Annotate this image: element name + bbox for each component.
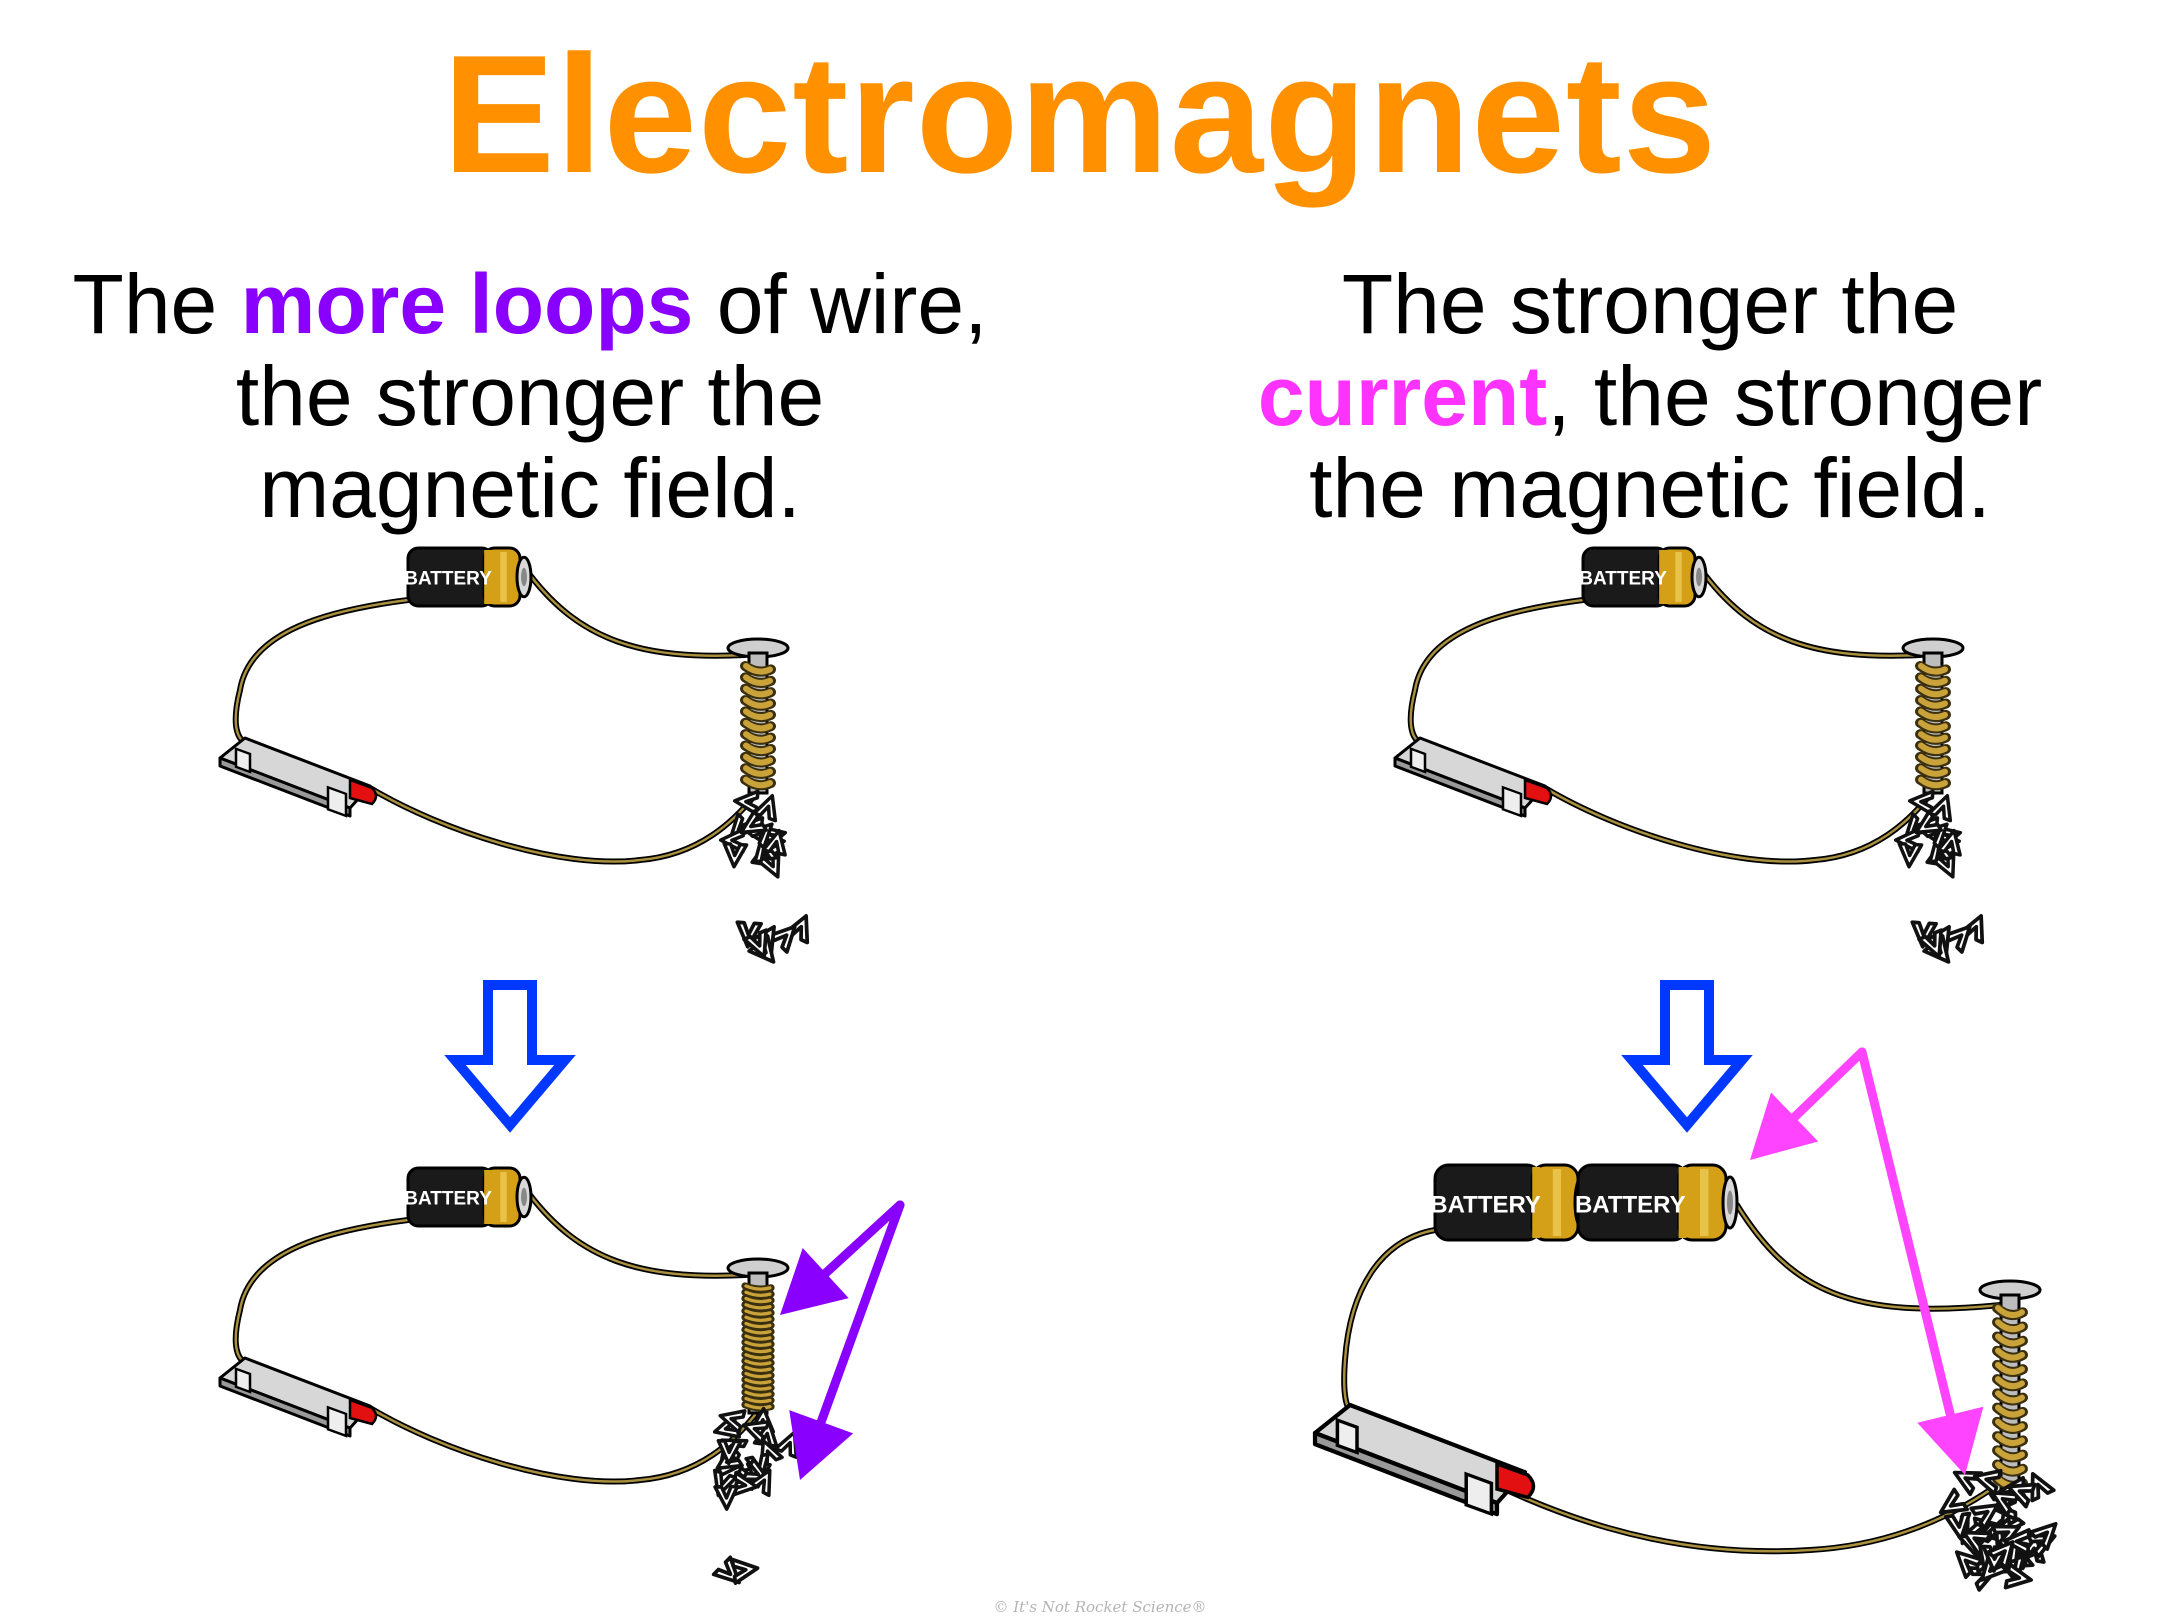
wire bbox=[1448, 1460, 1992, 1553]
left-caption-text: The bbox=[72, 257, 241, 351]
paperclip-icon bbox=[716, 1438, 743, 1466]
circuit: BATTERY BATTERY bbox=[1312, 1163, 2058, 1592]
paperclip-icon bbox=[1897, 841, 1924, 869]
paperclip-icon bbox=[735, 920, 763, 949]
wire bbox=[527, 1192, 748, 1279]
switch-icon bbox=[218, 1356, 378, 1438]
wire bbox=[234, 598, 410, 744]
copyright-footer: © It's Not Rocket Science® bbox=[993, 1598, 1207, 1616]
circuit: BATTERY bbox=[218, 546, 810, 964]
circuit: BATTERY bbox=[1393, 546, 1985, 964]
battery-icon: BATTERY bbox=[1430, 1163, 1591, 1242]
left-caption-text: of wire, bbox=[693, 257, 988, 351]
wire bbox=[1542, 785, 1933, 865]
switch-icon bbox=[1393, 736, 1553, 818]
paperclip-icon bbox=[1969, 1503, 2000, 1531]
paperclip-icon bbox=[1907, 789, 1935, 816]
battery-label: BATTERY bbox=[404, 569, 492, 590]
battery-label: BATTERY bbox=[1579, 569, 1667, 590]
wire bbox=[367, 785, 758, 865]
paperclip-icon bbox=[2006, 1482, 2037, 1509]
battery-icon: BATTERY bbox=[404, 546, 533, 608]
wire bbox=[232, 597, 411, 745]
paperclip-icon bbox=[718, 1409, 747, 1435]
wire bbox=[1343, 1228, 1437, 1414]
wire bbox=[1341, 1227, 1438, 1415]
wire bbox=[367, 1405, 758, 1485]
right-caption-line: the magnetic field. bbox=[1309, 441, 1991, 535]
wire bbox=[368, 1406, 757, 1483]
battery-icon: BATTERY bbox=[404, 1166, 533, 1228]
switch-icon bbox=[1312, 1402, 1536, 1517]
battery-icon: BATTERY bbox=[1575, 1163, 1739, 1242]
paperclip-icon bbox=[1936, 828, 1962, 857]
circuit: BATTERY bbox=[218, 1166, 798, 1585]
pointer-arrow-icon bbox=[780, 1200, 905, 1315]
battery-label: BATTERY bbox=[1575, 1191, 1686, 1218]
down-arrow-icon bbox=[1621, 980, 1753, 1133]
wire bbox=[1735, 1203, 2002, 1310]
paperclip-icon bbox=[2028, 1521, 2058, 1551]
page-title: Electromagnets bbox=[442, 20, 1718, 208]
paperclip-icon bbox=[741, 1420, 771, 1445]
nail-coil-icon bbox=[726, 1257, 790, 1415]
wire bbox=[1702, 572, 1923, 659]
right-caption-text: , the stronger bbox=[1547, 349, 2043, 443]
paperclip-icon bbox=[767, 924, 797, 954]
paperclip-icon bbox=[1910, 920, 1938, 949]
pointer-arrow-icon bbox=[789, 1200, 905, 1480]
paperclip-icon bbox=[739, 809, 768, 835]
paperclip-icon bbox=[1990, 1524, 2022, 1550]
paperclip-icon bbox=[761, 828, 787, 857]
paperclip-icon bbox=[1942, 924, 1972, 954]
paperclip-icon bbox=[1927, 793, 1953, 823]
right-caption: The stronger the current, the stronger t… bbox=[1150, 258, 2150, 534]
left-caption-line: magnetic field. bbox=[259, 441, 801, 535]
nail-coil-icon bbox=[1978, 1279, 2042, 1497]
wire bbox=[232, 1217, 411, 1365]
paperclip-icon bbox=[1938, 1487, 1970, 1515]
switch-icon bbox=[218, 736, 378, 818]
right-caption-highlight: current bbox=[1257, 349, 1548, 443]
paperclip-icon bbox=[1914, 809, 1943, 835]
left-caption-highlight: more loops bbox=[240, 257, 694, 351]
wire bbox=[528, 1193, 747, 1277]
paperclip-icon bbox=[1917, 928, 1943, 959]
left-caption-line: the stronger the bbox=[235, 349, 825, 443]
paperclip-icon bbox=[713, 1484, 740, 1511]
wire bbox=[1407, 597, 1586, 745]
wire bbox=[368, 786, 757, 863]
paperclip-icon bbox=[2002, 1528, 2031, 1556]
right-caption-line: The stronger the bbox=[1341, 257, 1959, 351]
paperclip-icon bbox=[722, 841, 749, 869]
battery-label: BATTERY bbox=[1430, 1191, 1541, 1218]
wire bbox=[1543, 786, 1932, 863]
pointer-arrow-icon bbox=[1857, 1047, 1984, 1475]
wire bbox=[1703, 573, 1922, 657]
paperclip-icon bbox=[730, 1557, 760, 1585]
battery-icon: BATTERY bbox=[1579, 546, 1708, 608]
down-arrow-icon bbox=[444, 980, 576, 1133]
paperclip-icon bbox=[1986, 1540, 2015, 1570]
paperclip-icon bbox=[752, 793, 778, 823]
paperclip-icon bbox=[2003, 1562, 2033, 1590]
paperclip-icon bbox=[1990, 1490, 2021, 1517]
pointer-arrow-icon bbox=[1750, 1047, 1867, 1160]
nail-coil-icon bbox=[726, 637, 790, 795]
nail-coil-icon bbox=[1901, 637, 1965, 795]
wire bbox=[1447, 1459, 1993, 1555]
paperclip-icon bbox=[2030, 1471, 2056, 1503]
wire bbox=[528, 573, 747, 657]
paperclip-icon bbox=[1972, 1468, 2003, 1496]
battery-label: BATTERY bbox=[404, 1189, 492, 1210]
paperclip-icon bbox=[742, 928, 768, 959]
wire bbox=[1409, 598, 1585, 744]
wire bbox=[234, 1218, 410, 1364]
wire bbox=[527, 572, 748, 659]
paperclip-icon bbox=[732, 789, 760, 816]
left-caption: The more loops of wire, the stronger the… bbox=[30, 258, 1030, 534]
